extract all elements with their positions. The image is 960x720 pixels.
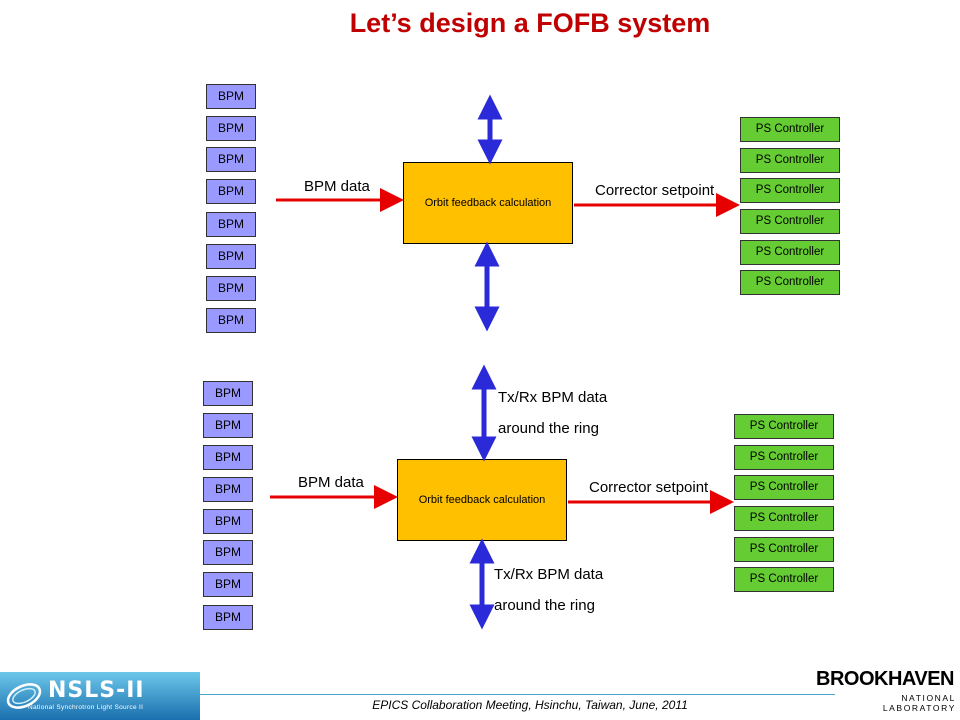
ps-controller-box: PS Controller: [740, 117, 840, 142]
bpm-data-label: BPM data: [304, 178, 370, 195]
ps-controller-box: PS Controller: [734, 567, 834, 592]
brookhaven-wordmark: BROOKHAVEN: [816, 668, 954, 690]
bpm-box: BPM: [206, 116, 256, 141]
footer-divider: [200, 694, 835, 695]
bpm-box: BPM: [206, 308, 256, 333]
footer-caption: EPICS Collaboration Meeting, Hsinchu, Ta…: [372, 698, 688, 712]
nsls-ii-wordmark: NSLS-II: [48, 678, 145, 703]
corrector-setpoint-label: Corrector setpoint: [589, 479, 709, 496]
orbit-feedback-calculation-box: Orbit feedback calculation: [397, 459, 567, 541]
bpm-box: BPM: [203, 413, 253, 438]
nsls-ii-subtitle: National Synchrotron Light Source II: [28, 704, 144, 711]
bpm-box: BPM: [203, 540, 253, 565]
nsls-ii-swirl-icon: [6, 683, 42, 709]
ps-controller-box: PS Controller: [734, 414, 834, 439]
bpm-data-label: BPM data: [298, 474, 364, 491]
corrector-setpoint-label: Corrector setpoint: [595, 182, 715, 199]
ps-controller-box: PS Controller: [734, 537, 834, 562]
bpm-box: BPM: [203, 445, 253, 470]
bpm-box: BPM: [203, 381, 253, 406]
nsls-ii-logo: NSLS-II National Synchrotron Light Sourc…: [0, 672, 200, 720]
txrx-lower-line1: Tx/Rx BPM data: [494, 566, 604, 583]
bpm-box: BPM: [206, 244, 256, 269]
ps-controller-box: PS Controller: [734, 445, 834, 470]
ps-controller-box: PS Controller: [734, 475, 834, 500]
bpm-box: BPM: [206, 276, 256, 301]
bpm-box: BPM: [203, 477, 253, 502]
bpm-box: BPM: [203, 509, 253, 534]
ps-controller-box: PS Controller: [740, 209, 840, 234]
ps-controller-box: PS Controller: [734, 506, 834, 531]
txrx-upper-line1: Tx/Rx BPM data: [498, 389, 608, 406]
page-title: Let’s design a FOFB system: [349, 8, 711, 38]
national-laboratory-wordmark: NATIONAL LABORATORY: [882, 693, 956, 713]
ps-controller-box: PS Controller: [740, 178, 840, 203]
bpm-box: BPM: [206, 84, 256, 109]
txrx-lower-line2: around the ring: [494, 597, 595, 614]
ps-controller-box: PS Controller: [740, 270, 840, 295]
bpm-box: BPM: [203, 572, 253, 597]
bpm-box: BPM: [206, 212, 256, 237]
brookhaven-logo: BROOKHAVEN NATIONAL LABORATORY: [816, 660, 960, 720]
txrx-upper-line2: around the ring: [498, 420, 599, 437]
orbit-feedback-calculation-box: Orbit feedback calculation: [403, 162, 573, 244]
ps-controller-box: PS Controller: [740, 148, 840, 173]
bpm-box: BPM: [206, 179, 256, 204]
bpm-box: BPM: [206, 147, 256, 172]
ps-controller-box: PS Controller: [740, 240, 840, 265]
bpm-box: BPM: [203, 605, 253, 630]
